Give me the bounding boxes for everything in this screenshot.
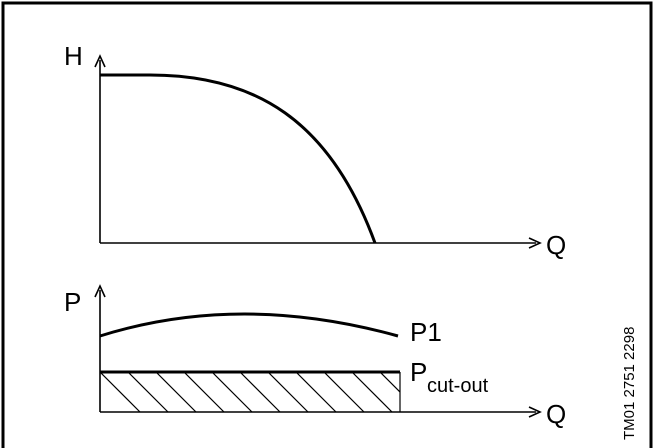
top-y-axis-label: H — [64, 41, 83, 71]
bottom-x-axis-arrowhead — [528, 406, 542, 418]
cutout-hatch-area — [100, 372, 400, 412]
head-curve — [100, 73, 377, 244]
bottom-y-axis-arrowhead — [94, 284, 106, 298]
top-plot: H Q — [64, 41, 566, 260]
bottom-plot: P Q P1 P cut-out — [64, 284, 566, 429]
top-x-axis-label: Q — [546, 230, 566, 260]
top-y-axis-arrowhead — [94, 54, 106, 68]
bottom-y-axis-label: P — [64, 287, 81, 317]
cutout-label-sub: cut-out — [427, 375, 489, 397]
p1-curve-label: P1 — [410, 317, 442, 347]
power-curve-p1 — [99, 312, 399, 338]
top-x-axis-arrowhead — [528, 237, 542, 249]
reference-code: TM01 2751 2298 — [621, 327, 638, 440]
cutout-label-main: P — [410, 357, 427, 387]
bottom-x-axis-label: Q — [546, 399, 566, 429]
